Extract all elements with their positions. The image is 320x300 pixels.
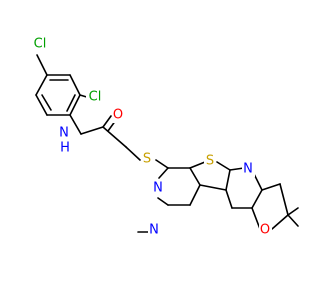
bond bbox=[287, 214, 299, 227]
bonds bbox=[35, 54, 299, 233]
bond bbox=[225, 189, 233, 209]
bond bbox=[189, 184, 201, 206]
svg-text:N: N bbox=[153, 181, 163, 196]
chlorine-atom-top: Cl bbox=[31, 36, 49, 52]
bond bbox=[69, 94, 81, 116]
svg-text:N: N bbox=[149, 223, 159, 238]
bond bbox=[189, 161, 206, 169]
svg-text:S: S bbox=[206, 154, 214, 169]
thiophene-sulfur-atom: S bbox=[204, 153, 216, 169]
amide-nitrogen-atom: N bbox=[58, 125, 70, 141]
carbonyl-oxygen-atom: O bbox=[112, 107, 125, 123]
bond bbox=[155, 159, 169, 169]
pyridine-nitrogen-atom: N bbox=[242, 161, 255, 177]
bond bbox=[157, 197, 169, 206]
bond bbox=[279, 183, 289, 216]
molecule-diagram: Cl Cl N H O S bbox=[31, 36, 299, 238]
bond bbox=[287, 207, 299, 216]
svg-text:Cl: Cl bbox=[34, 37, 47, 52]
bond bbox=[189, 167, 201, 186]
bond bbox=[253, 173, 263, 191]
chlorine-atom-ortho: Cl bbox=[86, 89, 104, 105]
svg-text:Cl: Cl bbox=[89, 90, 102, 105]
bond bbox=[69, 74, 81, 96]
bond bbox=[35, 74, 48, 96]
svg-text:N: N bbox=[243, 162, 253, 177]
bond bbox=[102, 115, 112, 128]
bond bbox=[36, 54, 48, 76]
bond bbox=[66, 94, 76, 112]
bond bbox=[271, 214, 289, 230]
svg-text:O: O bbox=[260, 223, 270, 238]
pyrimidine-nitrogen-left-atom: N bbox=[152, 180, 165, 196]
bond bbox=[158, 167, 169, 179]
bond bbox=[225, 169, 231, 191]
svg-text:O: O bbox=[113, 108, 123, 123]
bond bbox=[261, 183, 281, 191]
bond bbox=[216, 161, 231, 171]
atom-labels: Cl Cl N H O S bbox=[31, 36, 272, 238]
svg-text:S: S bbox=[143, 152, 151, 167]
bond bbox=[199, 184, 227, 191]
bond bbox=[80, 126, 104, 135]
svg-text:H: H bbox=[60, 141, 70, 156]
svg-text:N: N bbox=[59, 126, 69, 141]
bond bbox=[125, 146, 141, 161]
structure-drawing: Cl Cl N H O S bbox=[31, 36, 299, 238]
bond bbox=[35, 94, 48, 116]
amide-hydrogen-atom: H bbox=[59, 140, 71, 156]
bond bbox=[69, 114, 82, 135]
bond bbox=[102, 126, 127, 148]
bond bbox=[41, 94, 52, 111]
pyran-oxygen-atom: O bbox=[259, 222, 272, 238]
thioether-sulfur-atom: S bbox=[141, 151, 153, 167]
pyrimidine-nitrogen-bottom-atom: N bbox=[148, 222, 161, 238]
bond bbox=[251, 189, 263, 209]
bond bbox=[229, 167, 245, 171]
bond bbox=[251, 207, 261, 230]
